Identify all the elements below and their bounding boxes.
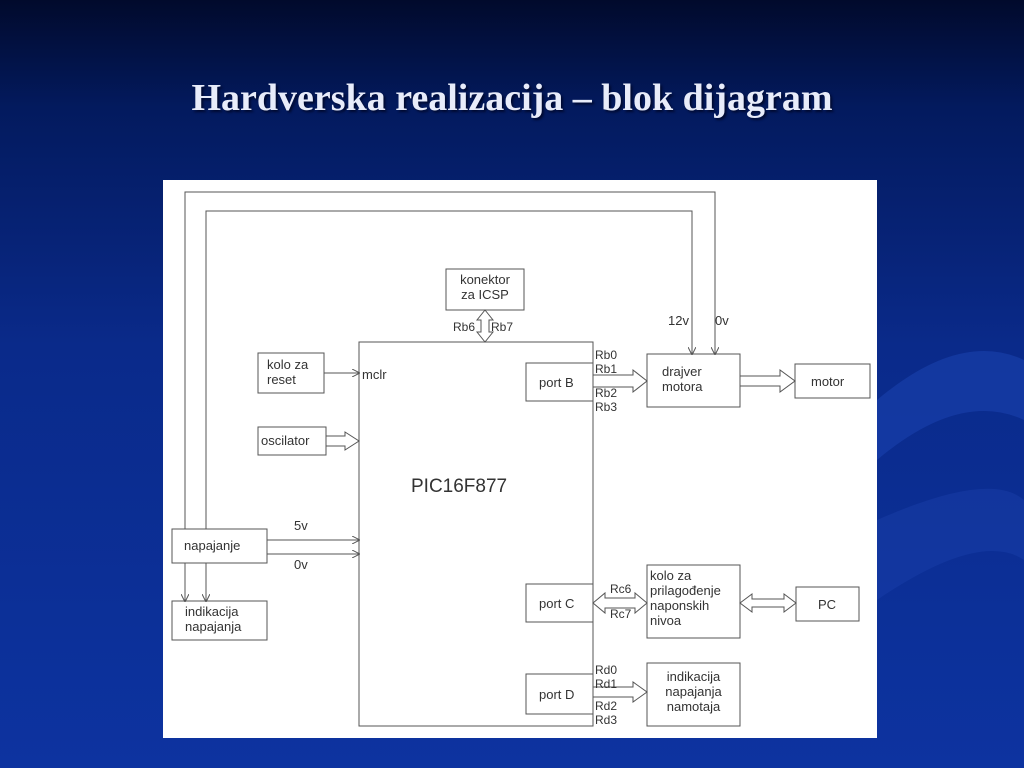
power-box — [171, 528, 268, 564]
slide-title: Hardverska realizacija – blok dijagram — [191, 77, 833, 119]
rb3-label: Rb3 — [595, 400, 618, 414]
rd1-label: Rd1 — [595, 677, 618, 691]
mclr-label: mclr — [362, 367, 387, 382]
mcu-label: PIC16F877 — [411, 476, 508, 497]
winding-indicator-label: indikacija napajanja namotaja — [665, 669, 722, 714]
rd3-label: Rd3 — [595, 713, 618, 727]
5v-label: 5v — [294, 518, 308, 533]
level-adapter-label: kolo za prilagođenje naponskih nivoa — [650, 568, 721, 628]
icsp-label: konektor za ICSP — [460, 272, 510, 302]
arrow-oscillator — [325, 431, 360, 451]
rb2-label: Rb2 — [595, 386, 618, 400]
motor-label: motor — [811, 374, 845, 389]
winding-indicator-box — [646, 662, 741, 727]
wire-12v — [184, 191, 716, 529]
driver-label: drajver motora — [662, 364, 703, 394]
0v-power-label: 0v — [294, 557, 308, 572]
arrow-motor — [739, 369, 796, 393]
power-indicator-label: indikacija napajanja — [185, 604, 242, 634]
arrow-port-b — [592, 368, 648, 394]
12v-label: 12v — [668, 313, 689, 328]
port-c-label: port C — [539, 596, 575, 611]
arrow-icsp — [475, 309, 495, 343]
rb0-label: Rb0 — [595, 348, 618, 362]
0v-driver-label: 0v — [715, 313, 729, 328]
port-b-label: port B — [539, 375, 574, 390]
mcu-box — [358, 341, 594, 727]
rb7-label: Rb7 — [491, 320, 514, 334]
rc6-label: Rc6 — [610, 582, 632, 596]
rb1-label: Rb1 — [595, 362, 618, 376]
rd0-label: Rd0 — [595, 663, 618, 677]
arrow-port-d — [592, 681, 648, 703]
arrow-pc — [739, 593, 797, 613]
arrow-port-c — [592, 591, 648, 615]
diagram-lines — [171, 191, 871, 727]
port-d-label: port D — [539, 687, 575, 702]
wire-0v — [205, 210, 693, 529]
reset-label: kolo za reset — [267, 357, 309, 387]
rd2-label: Rd2 — [595, 699, 618, 713]
block-diagram: PIC16F877 konektor za ICSP kolo za reset… — [163, 180, 877, 738]
rc7-label: Rc7 — [610, 607, 632, 621]
power-label: napajanje — [184, 538, 241, 553]
oscillator-label: oscilator — [261, 433, 310, 448]
power-indicator-box — [171, 600, 268, 641]
pc-box — [795, 586, 860, 622]
level-adapter-box — [646, 564, 741, 639]
rb6-label: Rb6 — [453, 320, 476, 334]
pc-label: PC — [818, 597, 837, 612]
